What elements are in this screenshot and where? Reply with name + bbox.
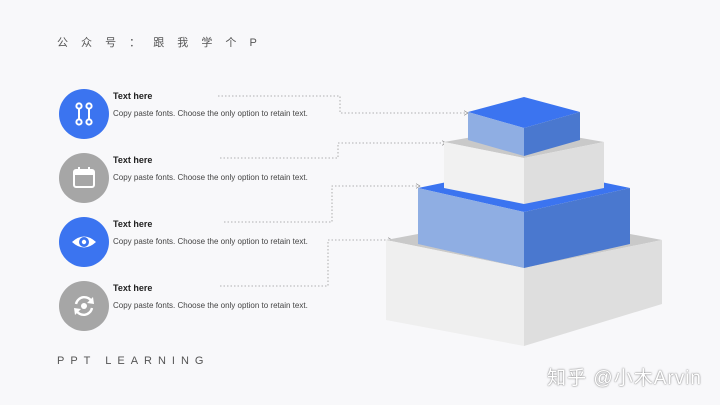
list-item-3: Text here Copy paste fonts. Choose the o…	[59, 217, 389, 267]
eye-icon	[59, 217, 109, 267]
item-title: Text here	[113, 219, 153, 229]
level-1-left	[468, 112, 524, 156]
item-title: Text here	[113, 91, 153, 101]
item-description: Copy paste fonts. Choose the only option…	[113, 109, 308, 118]
branch-icon	[59, 89, 109, 139]
connector-line-2	[220, 143, 446, 159]
level-3-left	[418, 188, 524, 268]
connector-line-4	[220, 240, 392, 287]
list-item-4: Text here Copy paste fonts. Choose the o…	[59, 281, 389, 331]
item-description: Copy paste fonts. Choose the only option…	[113, 173, 308, 182]
list-item-1: Text here Copy paste fonts. Choose the o…	[59, 89, 389, 139]
connector-line-1	[218, 95, 468, 113]
level-3-right	[524, 188, 630, 268]
level-2-left	[444, 142, 524, 204]
item-description: Copy paste fonts. Choose the only option…	[113, 237, 308, 246]
item-title: Text here	[113, 283, 153, 293]
header-title: 公 众 号 ： 跟 我 学 个 P	[57, 37, 262, 49]
refresh-icon	[59, 281, 109, 331]
level-2-right	[524, 142, 604, 204]
level-1-right	[524, 112, 580, 156]
footer-label: PPT LEARNING	[57, 355, 210, 367]
connector-line-3	[224, 186, 420, 223]
level-4-left	[386, 240, 524, 346]
watermark: 知乎 @小木Arvin	[547, 368, 702, 389]
item-title: Text here	[113, 155, 153, 165]
level-4-right	[524, 240, 662, 346]
item-description: Copy paste fonts. Choose the only option…	[113, 301, 308, 310]
level-1-top	[468, 97, 580, 128]
calendar-icon	[59, 153, 109, 203]
list-item-2: Text here Copy paste fonts. Choose the o…	[59, 153, 389, 203]
